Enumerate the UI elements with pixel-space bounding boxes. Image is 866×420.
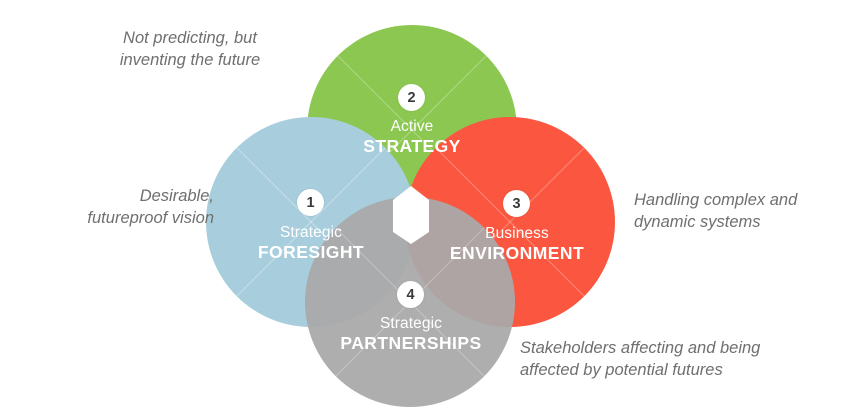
badge-number-4: 4 bbox=[397, 281, 424, 308]
badge-number-1: 1 bbox=[297, 189, 324, 216]
caption-environment: Handling complex and dynamic systems bbox=[634, 191, 798, 231]
center-white-gap bbox=[393, 186, 429, 244]
badge-number-2: 2 bbox=[398, 84, 425, 111]
caption-partnerships: Stakeholders affecting and being affecte… bbox=[520, 339, 761, 379]
badge-number-3: 3 bbox=[503, 190, 530, 217]
caption-foresight: Desirable, futureproof vision bbox=[87, 187, 214, 227]
caption-strategy: Not predicting, but inventing the future bbox=[119, 29, 261, 69]
